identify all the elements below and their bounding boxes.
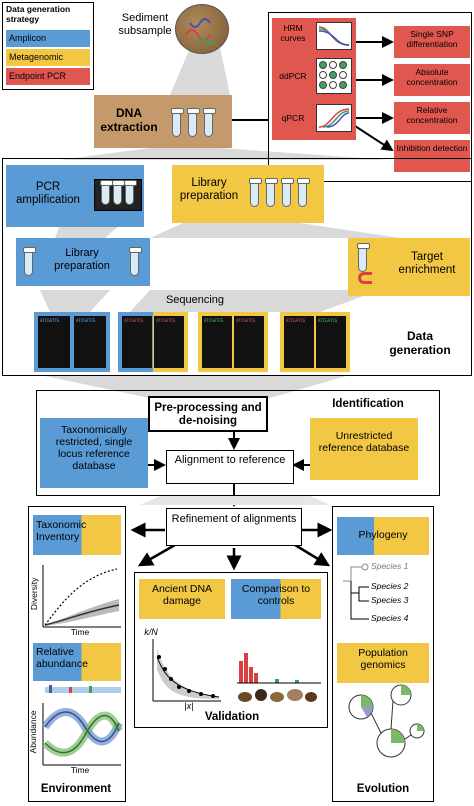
legend-endpoint-pcr: Endpoint PCR [6,68,90,85]
thermocycler-icon [94,179,142,211]
legend-metagenomic: Metagenomic [6,49,90,66]
population-pies [348,684,425,758]
library-prep-blue-box: Library preparation [16,238,150,286]
taxonomic-db-box: Taxonomically restricted, single locus r… [40,418,148,488]
species-4-label: Species 4 [371,613,409,623]
environment-title: Environment [40,783,112,795]
outcome-relative: Relative concentration [394,102,470,134]
species-3-label: Species 3 [371,595,409,605]
tube-icon [129,247,142,276]
species-1-label: Species 1 [371,561,409,571]
ancient-damage-box: Ancient DNA damage [139,579,225,619]
taxonomic-inventory-box: Taxonomic Inventory [33,515,121,555]
x-axis-label: |x| [184,701,194,711]
evolution-panel: Phylogeny Species 1 Species 2 Species 3 … [332,506,434,802]
tube-icon [203,108,216,137]
tube-icon [265,178,278,207]
tube-icon [171,108,184,137]
target-enrichment-box: Target enrichment [348,238,470,296]
data-generation-label: Data generation [389,329,451,357]
tube-icon [187,108,200,137]
abundance-axis-label: Abundance [28,710,39,754]
phylogeny-tree [343,563,369,620]
tube-icon [297,178,310,207]
comparison-box: Comparison to controls [231,579,321,619]
identification-label: Identification [332,398,404,410]
endpoint-pcr-frame [268,12,472,182]
damage-plot [152,639,321,702]
sediment-icon [175,4,229,54]
tube-icon [281,178,294,207]
endpoint-pcr-methods: HRM curves ddPCR qPCR [272,18,356,140]
outcome-absolute: Absolute concentration [394,64,470,96]
phylogeny-box: Phylogeny [337,517,429,555]
population-genomics-box: Population genomics [337,643,429,683]
dna-extraction-box: DNA extraction [94,95,232,148]
refinement-box: Refinement of alignments [166,508,302,546]
species-2-label: Species 2 [371,581,409,591]
unrestricted-db-box: Unrestricted reference database [310,418,418,480]
time-axis-label: Time [70,627,90,637]
kn-axis-label: k/N [144,627,158,637]
time-axis-label: Time [70,765,90,775]
diversity-plot [42,565,121,628]
validation-title: Validation [204,711,260,723]
abundance-plot [41,685,123,766]
pcr-amplification-box: PCR amplification [6,165,144,227]
outcome-single-snp: Single SNP differentiation [394,26,470,58]
data-generation-frame [2,158,472,376]
ddpcr-grid-icon [316,58,352,94]
magnet-icon [358,272,372,284]
legend-box: Data generation strategy Amplicon Metage… [2,2,94,90]
identification-frame [36,390,440,496]
tube-icon [23,247,36,276]
legend-amplicon: Amplicon [6,30,90,47]
evolution-title: Evolution [356,783,410,795]
qpcr-curve-icon [316,104,352,132]
tube-icon [357,243,370,272]
sequencing-block: ATCGATCG ATCGATCG [198,312,268,372]
relative-abundance-box: Relative abundance [33,643,121,681]
sequencing-block: ATCGATCG ATCGATCG [118,312,188,372]
tube-icon [249,178,262,207]
sequencing-block: ATCGATCG ATCGATCG [34,312,110,372]
sequencing-label: Sequencing [165,294,225,306]
outcome-inhibition: Inhibition detection [394,140,470,172]
environment-panel: Taxonomic Inventory Diversity Time Relat… [28,506,126,802]
alignment-box: Alignment to reference [166,450,294,484]
sequencing-block: ATCGATCG ATCGATCG [280,312,350,372]
validation-panel: Ancient DNA damage Comparison to control… [134,572,328,728]
preprocessing-box: Pre-processing and de-noising [148,396,268,432]
legend-title: Data generation strategy [6,4,71,24]
library-prep-yellow-box: Library preparation [172,165,324,223]
hrm-curve-icon [316,22,352,50]
sediment-label: Sediment subsample [118,12,172,37]
